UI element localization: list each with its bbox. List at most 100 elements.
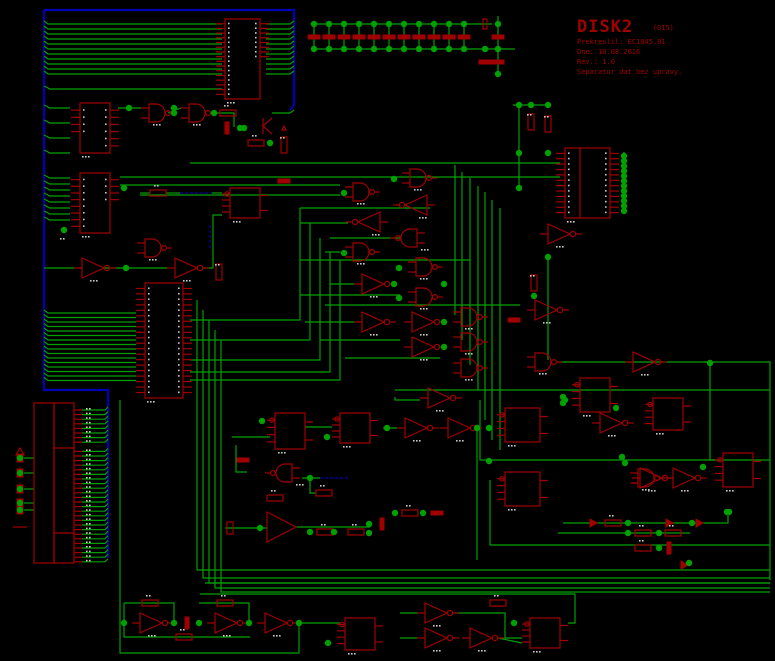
junction-dot <box>16 469 24 477</box>
pin-label <box>363 203 365 205</box>
nand-gate <box>400 228 418 248</box>
pin-label <box>497 595 499 597</box>
pin-label <box>148 347 150 350</box>
pin-label <box>183 280 185 282</box>
wire <box>190 208 301 321</box>
wire <box>235 445 247 473</box>
diode <box>680 560 690 570</box>
pin-label <box>681 490 683 492</box>
junction-dot <box>618 453 626 461</box>
pin-label <box>651 490 653 492</box>
nand-gate <box>637 468 655 488</box>
pin-label <box>180 629 182 631</box>
nand-gate <box>415 287 433 307</box>
pin-label <box>375 234 377 236</box>
pin-label <box>88 236 90 238</box>
pin-label <box>612 515 614 517</box>
wire <box>82 466 109 471</box>
pin-label <box>239 221 241 223</box>
pin-label <box>89 467 91 470</box>
pin-label <box>255 27 257 30</box>
nand-gate <box>415 257 433 277</box>
pin-label <box>86 513 88 516</box>
pin-label <box>360 203 362 205</box>
pin-label <box>605 168 607 171</box>
junction-dot <box>330 528 338 536</box>
pin-label <box>105 144 107 147</box>
inverter-gate <box>404 417 429 439</box>
pin-label <box>611 435 613 437</box>
wire <box>82 470 109 475</box>
wire <box>43 149 70 154</box>
capacitor <box>666 541 672 555</box>
flipflop <box>529 617 561 649</box>
inverter-gate <box>174 257 199 279</box>
capacitor <box>457 34 471 40</box>
pin-label <box>152 259 154 261</box>
pin-label <box>86 509 88 511</box>
pin-label <box>562 246 564 248</box>
inverter-bubble <box>426 424 434 432</box>
flipflop <box>504 407 541 443</box>
wire <box>82 498 109 503</box>
pin-label <box>426 334 428 336</box>
pin-label <box>189 280 191 282</box>
pin-label <box>642 525 644 527</box>
wire <box>196 300 770 571</box>
pin-label <box>321 524 323 526</box>
pin-label <box>148 353 150 355</box>
pin-label <box>223 635 225 637</box>
pin-label <box>89 431 91 433</box>
junction-dot <box>620 207 628 215</box>
pin-label <box>86 463 88 465</box>
wire <box>479 400 770 461</box>
resistor <box>315 489 333 497</box>
pin-label <box>351 653 353 655</box>
wire <box>82 475 109 480</box>
inverter-gate <box>534 299 559 321</box>
pin-label <box>148 320 150 322</box>
pin-label <box>86 426 88 428</box>
pin-label-layer <box>60 22 734 655</box>
inverter-bubble <box>236 619 244 627</box>
resistor <box>141 599 159 607</box>
pin-label <box>568 168 570 171</box>
junction-dot <box>323 433 331 441</box>
nand-gate <box>188 103 206 123</box>
inverter-bubble <box>446 634 454 642</box>
pin-label <box>357 203 359 205</box>
junction-dot <box>390 175 398 183</box>
wire <box>43 50 222 55</box>
pin-label <box>83 212 85 214</box>
pin-label <box>605 157 607 160</box>
junction-dot <box>340 249 348 257</box>
wire <box>82 553 109 558</box>
capacitor <box>277 178 291 184</box>
pin-label <box>93 280 95 282</box>
wire <box>309 478 316 494</box>
pin-label <box>644 374 646 376</box>
nand-gate <box>460 307 478 327</box>
junction-dot <box>195 619 203 627</box>
pin-label <box>148 314 150 317</box>
ff-bubble <box>499 475 505 482</box>
pin-label <box>89 421 91 424</box>
pin-label <box>233 102 235 104</box>
pin-label <box>589 415 591 417</box>
wire <box>82 447 109 452</box>
pin-label <box>89 509 91 511</box>
capacitor <box>382 34 396 40</box>
resistor <box>401 509 419 517</box>
junction-dot <box>494 20 502 28</box>
pin-label <box>153 124 155 126</box>
pin-label <box>89 546 91 548</box>
pin-label <box>224 105 226 107</box>
junction-dot <box>485 457 493 465</box>
pin-label <box>89 440 91 442</box>
wire <box>190 223 311 341</box>
inverter-bubble <box>398 201 406 209</box>
inverter-bubble <box>569 230 577 238</box>
pin-label <box>352 524 354 526</box>
pin-label <box>605 179 607 181</box>
